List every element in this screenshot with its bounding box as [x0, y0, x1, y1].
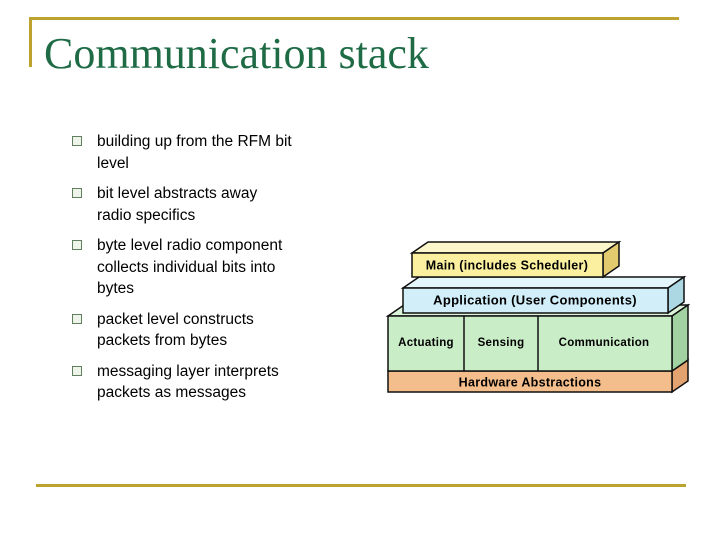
- list-item: packet level constructs packets from byt…: [72, 309, 358, 352]
- application-front-face: [402, 287, 669, 314]
- bullet-text: bit level abstracts away radio specifics: [97, 185, 258, 224]
- list-item: building up from the RFM bit level: [72, 131, 358, 174]
- main-front-face: [411, 252, 604, 278]
- bullet-text: byte level radio component collects indi…: [97, 237, 283, 297]
- application-label: Application (User Components): [433, 293, 637, 308]
- square-bullet-icon: [72, 313, 82, 324]
- page-title: Communication stack: [44, 29, 429, 78]
- components-front-face: [387, 315, 673, 372]
- components-side-face: [671, 303, 689, 373]
- square-bullet-icon: [72, 365, 82, 376]
- bullet-text: messaging layer interprets packets as me…: [97, 362, 279, 402]
- square-bullet-icon: [72, 188, 82, 198]
- list-item: messaging layer interprets packets as me…: [72, 361, 358, 404]
- list-item: bit level abstracts away radio specifics: [72, 183, 358, 226]
- main-label: Main (includes Scheduler): [426, 259, 588, 273]
- communication-stack-diagram: Main (includes Scheduler) Application (U…: [385, 240, 691, 394]
- square-bullet-icon: [72, 240, 82, 250]
- main-top-face: [409, 241, 622, 254]
- square-bullet-icon: [72, 136, 82, 146]
- main-layer: [409, 240, 622, 279]
- bullet-text: packet level constructs packets from byt…: [97, 310, 254, 350]
- left-accent-line: [29, 17, 32, 67]
- communication-label: Communication: [559, 337, 650, 349]
- actuating-label: Actuating: [398, 337, 454, 349]
- bullet-list: building up from the RFM bit level bit l…: [72, 131, 358, 413]
- bullet-text: building up from the RFM bit level: [97, 133, 292, 172]
- hardware-label: Hardware Abstractions: [459, 376, 602, 390]
- top-accent-line: [29, 17, 679, 20]
- bottom-accent-line: [36, 484, 686, 487]
- sensing-label: Sensing: [478, 337, 525, 349]
- application-top-face: [400, 276, 687, 289]
- application-layer: [400, 275, 687, 315]
- list-item: byte level radio component collects indi…: [72, 235, 358, 300]
